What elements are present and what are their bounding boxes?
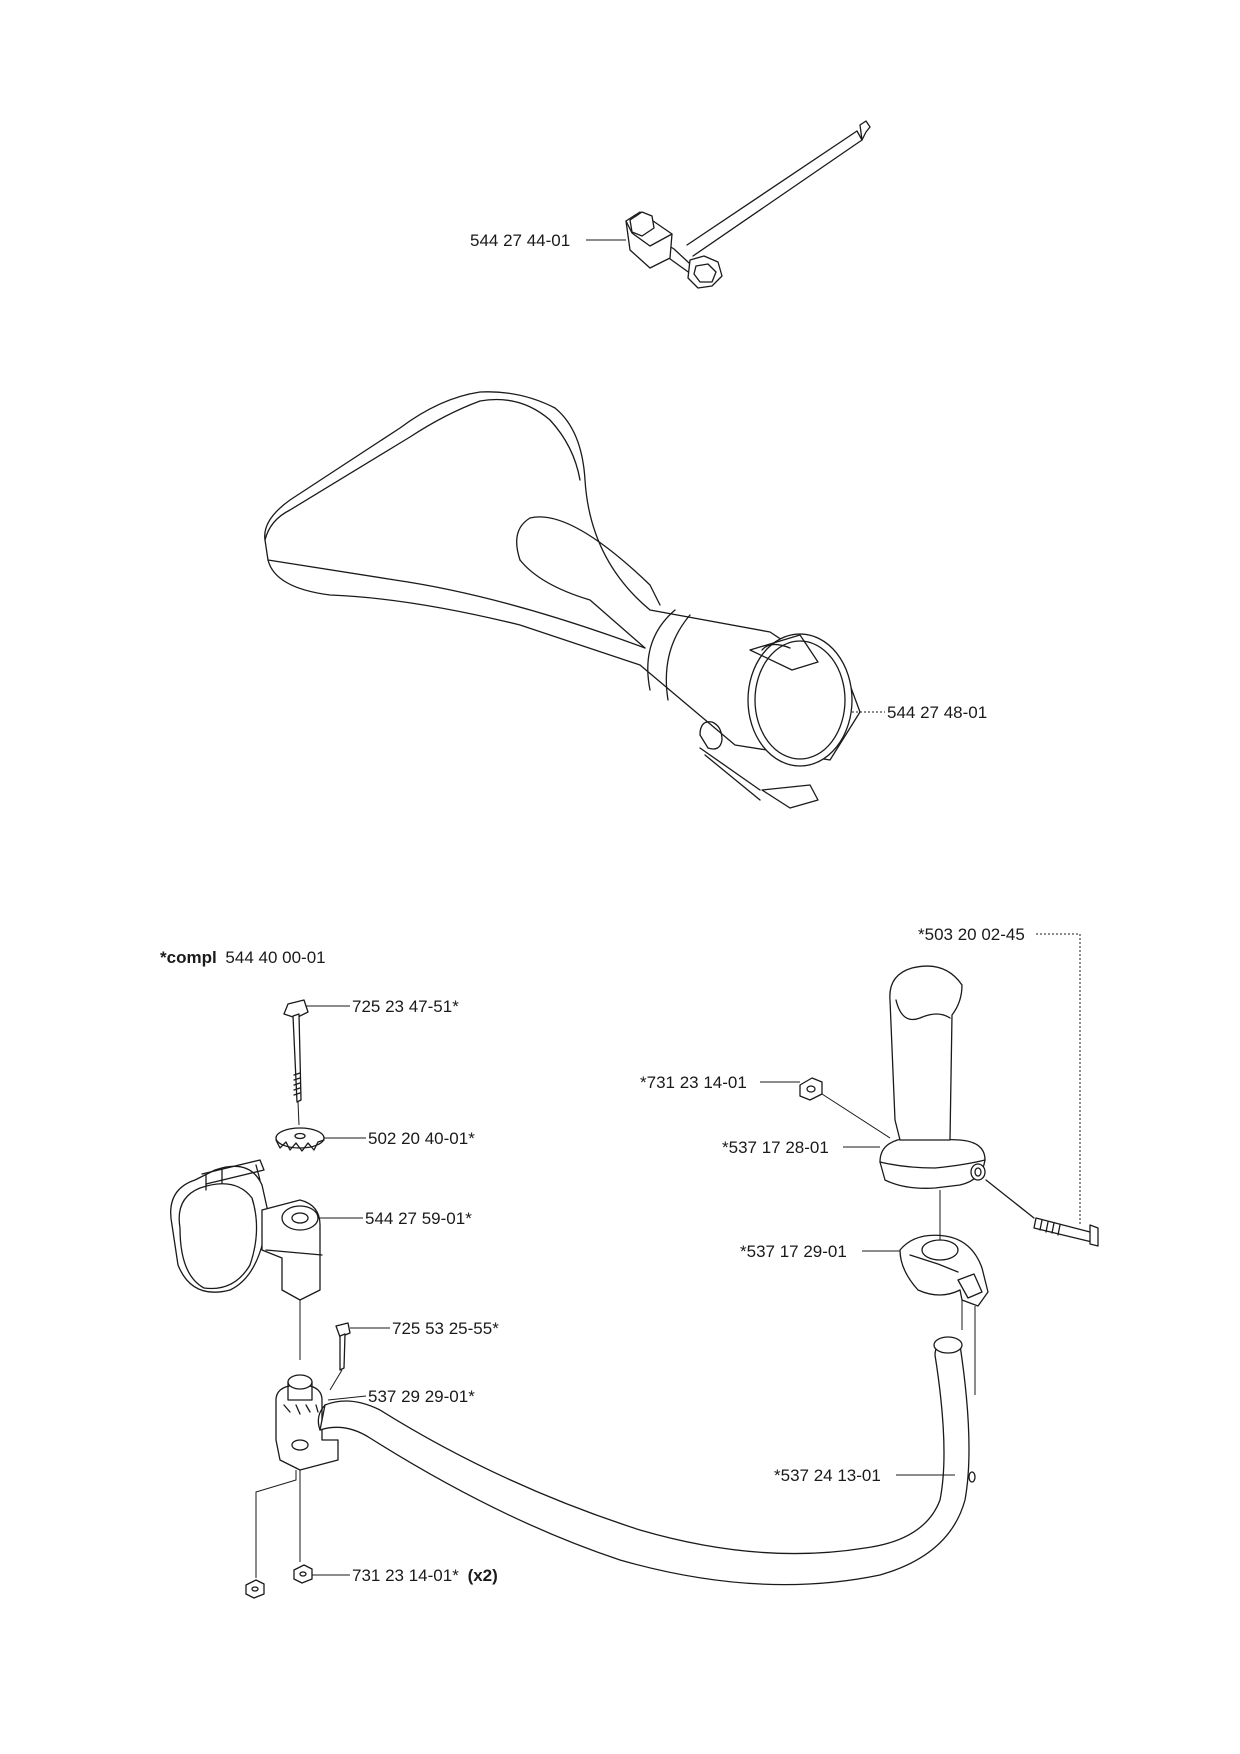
label-grip-nut: *731 23 14-01 — [640, 1073, 747, 1092]
grip-holder-drawing — [899, 1234, 989, 1307]
leader-grip-screw — [1036, 933, 1081, 1226]
t-wrench-drawing — [625, 120, 871, 289]
bracket-drawing — [275, 1374, 339, 1471]
clamp-drawing — [170, 1159, 323, 1301]
nut-right-drawing — [293, 1564, 313, 1584]
grip-nut-drawing — [799, 1077, 823, 1101]
label-bracket: 537 29 29-01* — [368, 1387, 475, 1406]
label-nut-main: 731 23 14-01* (x2) — [352, 1566, 498, 1585]
nozzle-drawing — [264, 391, 861, 809]
label-handle-bar: *537 24 13-01 — [774, 1466, 881, 1485]
label-grip: *537 17 28-01 — [722, 1138, 829, 1157]
compl-heading: *compl 544 40 00-01 — [160, 948, 326, 967]
nut-main-qty: (x2) — [468, 1566, 498, 1585]
label-washer: 502 20 40-01* — [368, 1129, 475, 1148]
label-nozzle: 544 27 48-01 — [887, 703, 987, 722]
nut-main-number: 731 23 14-01* — [352, 1566, 459, 1585]
label-screw: 725 53 25-55* — [392, 1319, 499, 1338]
leader-bracket — [327, 1395, 367, 1401]
handle-bar-drawing — [317, 1336, 976, 1586]
grip-screw-drawing — [985, 1179, 1099, 1247]
compl-prefix: *compl — [160, 948, 217, 967]
label-grip-holder: *537 17 29-01 — [740, 1242, 847, 1261]
label-wrench: 544 27 44-01 — [470, 231, 570, 250]
washer-drawing — [275, 1127, 325, 1152]
label-grip-screw: *503 20 02-45 — [918, 925, 1025, 944]
bolt-drawing — [283, 999, 309, 1103]
nut-left-drawing — [245, 1579, 265, 1599]
compl-number: 544 40 00-01 — [225, 948, 325, 967]
label-clamp: 544 27 59-01* — [365, 1209, 472, 1228]
label-bolt: 725 23 47-51* — [352, 997, 459, 1016]
screw-drawing — [335, 1322, 351, 1371]
grip-drawing — [879, 965, 986, 1189]
